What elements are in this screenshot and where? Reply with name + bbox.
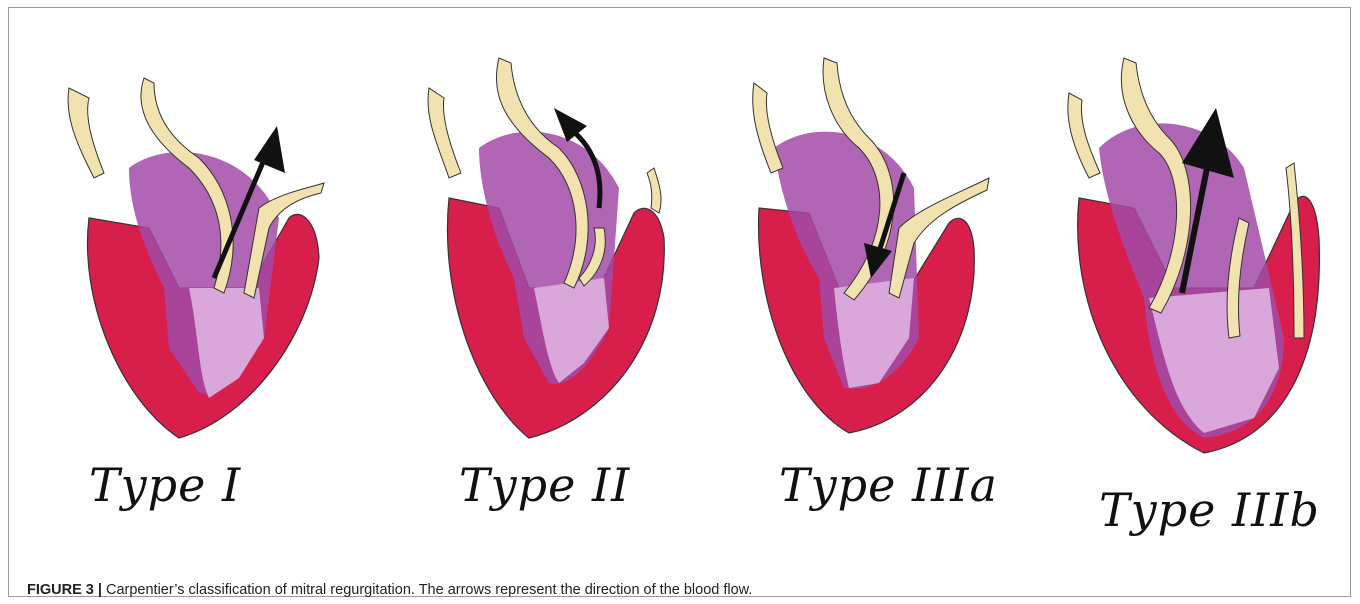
type-label-2: Type II (459, 458, 630, 512)
type-label-3a: Type IIIa (779, 458, 998, 512)
caption-text: Carpentier’s classification of mitral re… (106, 582, 752, 598)
panel-type-1: Type I (49, 38, 349, 558)
type-label-1: Type I (89, 458, 241, 512)
panel-type-2: Type II (419, 38, 719, 558)
figure-caption: FIGURE 3 | Carpentier’s classification o… (27, 582, 752, 598)
blood-flow-arrowhead (254, 126, 285, 173)
figure-frame: Type I Type II Type IIIa (8, 7, 1351, 597)
panel-type-3b: Type IIIb (1054, 38, 1354, 558)
caption-label: FIGURE 3 | (27, 582, 102, 598)
type-label-3b: Type IIIb (1099, 483, 1320, 537)
panel-type-3a: Type IIIa (749, 38, 1049, 558)
heart-illustration-type-3b (1054, 38, 1354, 558)
